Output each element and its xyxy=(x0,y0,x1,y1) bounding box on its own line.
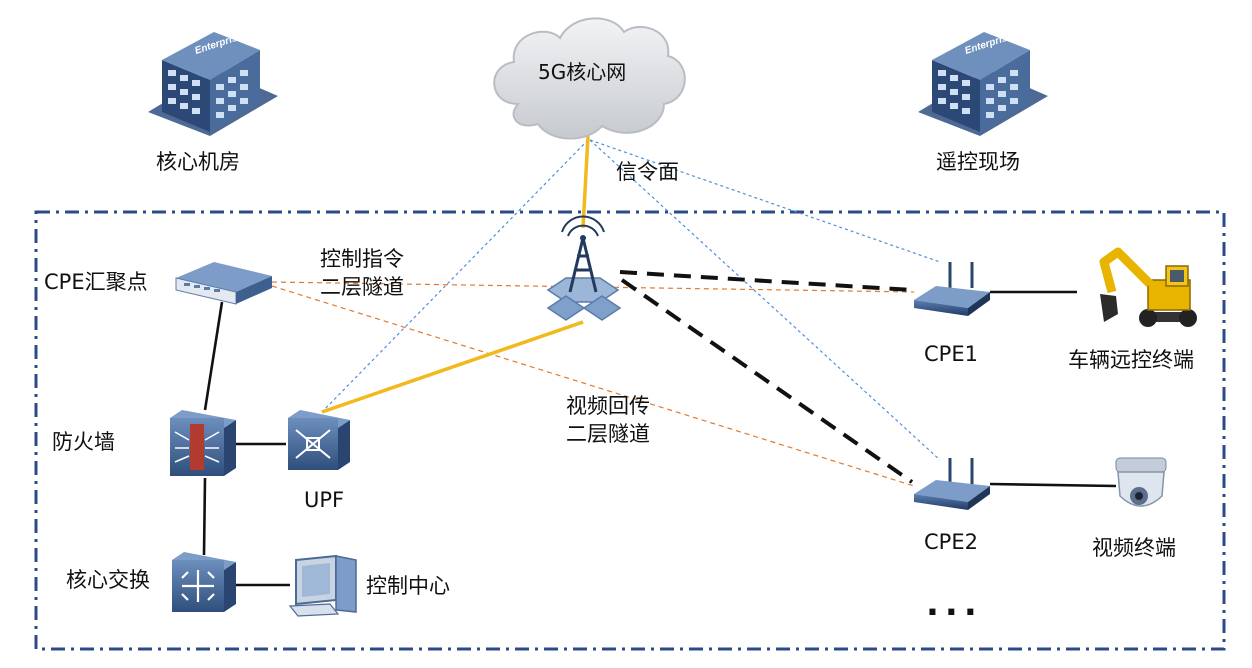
upf-label: UPF xyxy=(304,488,345,512)
control-tunnel-label: 控制指令 二层隧道 xyxy=(320,247,404,299)
upf-icon xyxy=(288,410,350,470)
dome-camera-icon xyxy=(1115,457,1167,507)
vehicle-terminal-label: 车辆远控终端 xyxy=(1068,348,1194,372)
n3-links xyxy=(321,135,590,414)
cpe1-label: CPE1 xyxy=(924,342,978,366)
signaling-plane-label: 信令面 xyxy=(616,160,679,184)
core-room-label: 核心机房 xyxy=(156,150,240,174)
enterprise-building-icon: Enterprise xyxy=(918,31,1048,136)
base-station-icon xyxy=(546,215,622,321)
remote-site-label: 遥控现场 xyxy=(936,150,1020,174)
cpe-aggregation-device-icon xyxy=(175,262,272,305)
firewall-icon xyxy=(170,410,236,476)
radio-links xyxy=(619,270,914,484)
core-switch-icon xyxy=(172,552,236,612)
wired-links xyxy=(202,290,1117,587)
signaling-links xyxy=(321,139,941,461)
core-switch-label: 核心交换 xyxy=(66,568,150,592)
firewall-label: 防火墙 xyxy=(52,430,115,454)
excavator-vehicle-icon xyxy=(1099,247,1197,327)
cpe-aggregation-label: CPE汇聚点 xyxy=(44,270,148,294)
more-devices-ellipsis: ... xyxy=(926,584,983,624)
cloud-label: 5G核心网 xyxy=(538,60,627,84)
core-network-cloud-icon xyxy=(493,17,686,140)
l2-tunnel-links xyxy=(271,281,915,487)
cpe1-router-icon xyxy=(914,262,990,316)
video-tunnel-label: 视频回传 二层隧道 xyxy=(566,394,650,446)
video-terminal-label: 视频终端 xyxy=(1092,536,1176,560)
control-center-computer-icon xyxy=(288,554,357,617)
control-center-label: 控制中心 xyxy=(366,574,450,598)
cpe2-router-icon xyxy=(914,458,990,510)
cpe2-label: CPE2 xyxy=(924,530,978,554)
remote-network-boundary xyxy=(34,210,1226,651)
enterprise-building-icon: Enterprise xyxy=(148,31,278,136)
